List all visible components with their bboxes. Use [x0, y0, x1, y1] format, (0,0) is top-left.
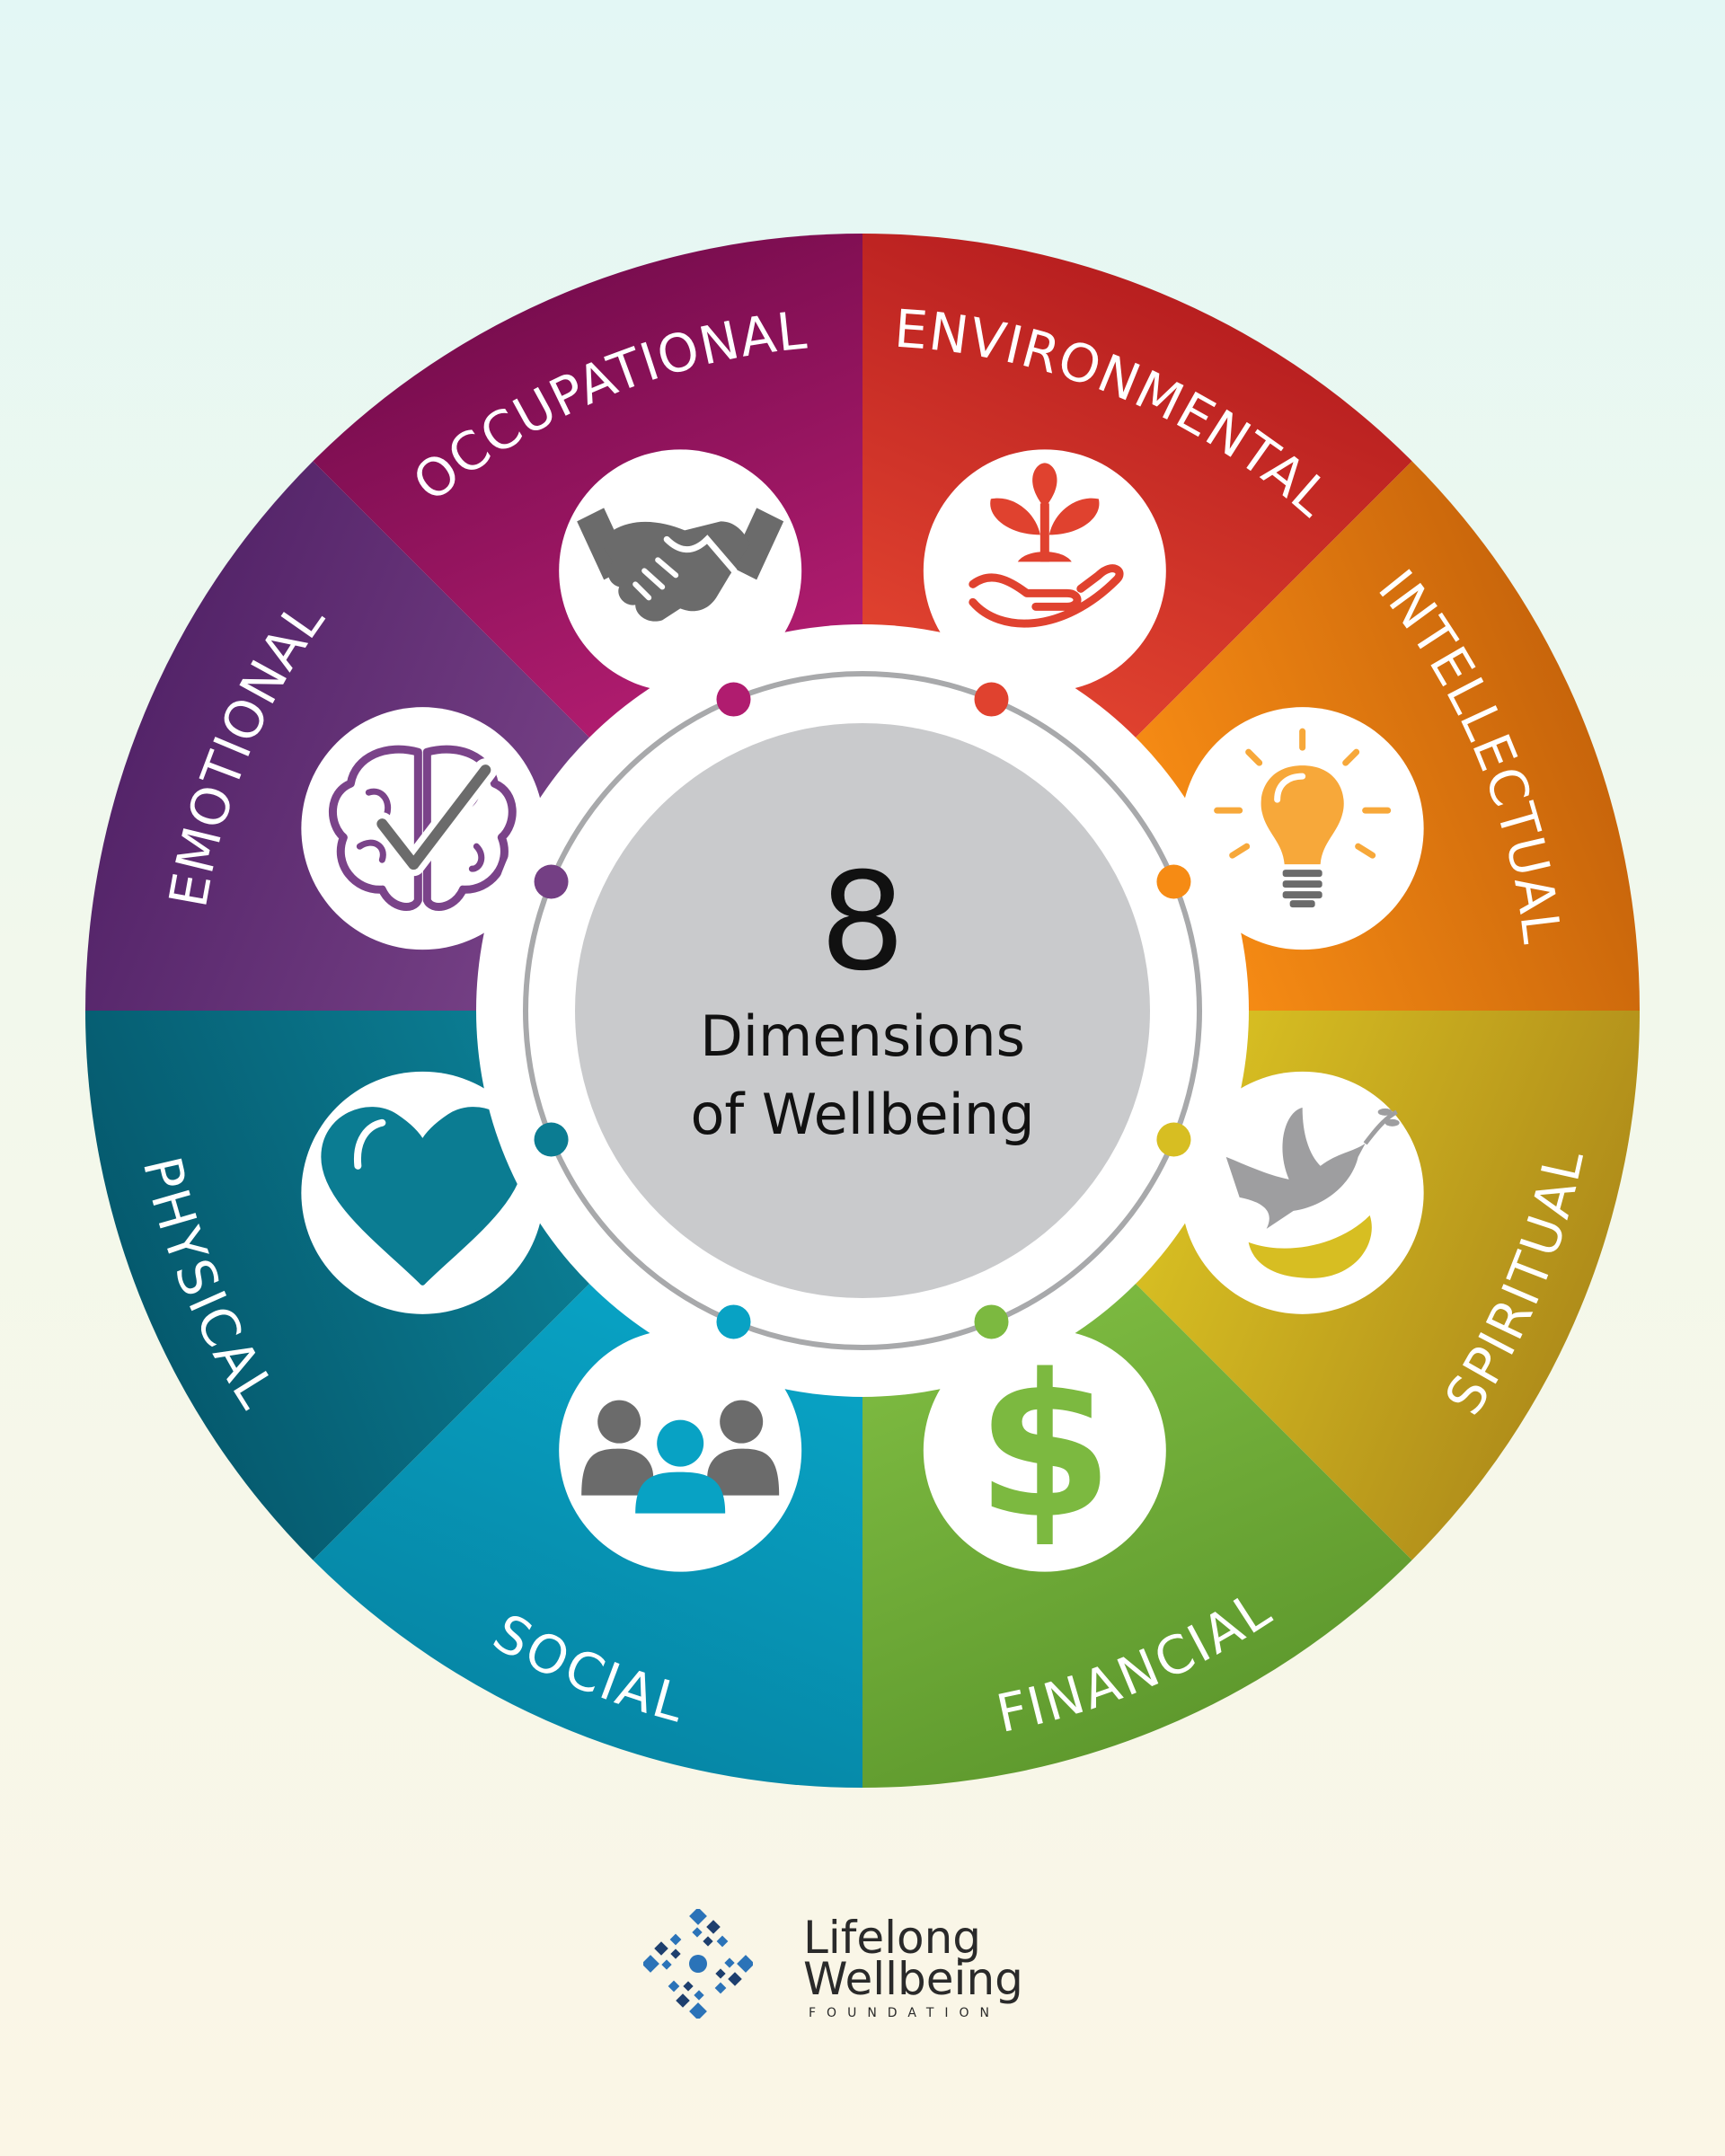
ring-dot-intellectual	[1156, 864, 1191, 899]
ring-dot-occupational	[716, 682, 751, 717]
handshake-icon	[559, 449, 802, 693]
heart-icon	[301, 1071, 544, 1314]
foundation-logo: Lifelong Wellbeing FOUNDATION	[643, 1909, 1110, 2026]
ring-dot-emotional	[534, 864, 569, 899]
ring-dot-social	[716, 1304, 751, 1339]
dove-icon	[1181, 1071, 1424, 1314]
logo-word-wellbeing: Wellbeing	[803, 1953, 1023, 2005]
ring-dot-spiritual	[1156, 1122, 1191, 1157]
center-title-line1: Dimensions	[700, 1003, 1025, 1069]
center-number: 8	[819, 844, 905, 1001]
lightbulb-icon	[1181, 707, 1424, 950]
center-hub: 8 Dimensions of Wellbeing	[476, 624, 1249, 1397]
brain-check-icon	[301, 707, 544, 950]
center-disc	[575, 723, 1150, 1298]
ring-dot-environmental	[974, 682, 1009, 717]
ring-dot-financial	[974, 1304, 1009, 1339]
ring-dot-physical	[534, 1122, 569, 1157]
plant-in-hand-icon	[923, 449, 1166, 693]
logo-word-lifelong: Lifelong	[803, 1912, 982, 1964]
center-ring	[523, 671, 1202, 1350]
group-icon	[559, 1329, 802, 1572]
logo-mark-icon	[643, 1909, 753, 2019]
logo-word-foundation: FOUNDATION	[809, 2006, 1000, 2020]
center-title-line2: of Wellbeing	[690, 1082, 1034, 1147]
